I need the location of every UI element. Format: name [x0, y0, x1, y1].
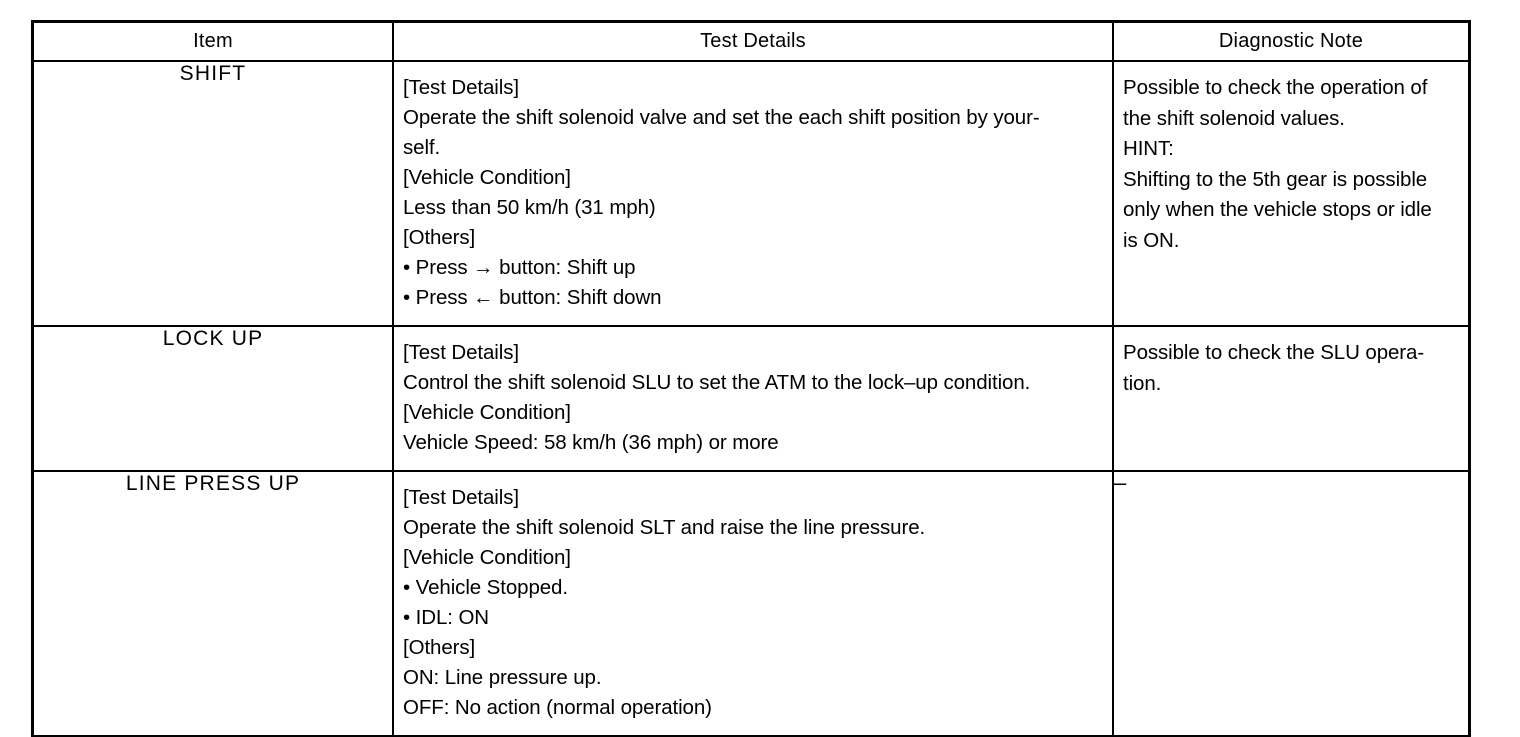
test-line: Vehicle Speed: 58 km/h (36 mph) or more [403, 431, 779, 454]
empty-note-dash: – [1114, 470, 1127, 495]
test-line: ON: Line pressure up. [403, 666, 602, 689]
table-row: LOCK UP [Test Details] Control the shift… [32, 325, 1470, 472]
test-line: [Test Details] [403, 76, 519, 99]
test-line: OFF: No action (normal operation) [403, 696, 712, 719]
row-item-name-shift: SHIFT [32, 60, 394, 327]
test-line: Operate the shift solenoid valve and set… [403, 106, 1040, 129]
document-page: Item Test Details Diagnostic Note SHIFT … [32, 21, 1470, 737]
test-line: [Test Details] [403, 486, 519, 509]
table-row: SHIFT [Test Details] Operate the shift s… [32, 60, 1470, 327]
note-line: HINT: [1123, 137, 1174, 160]
test-line: Operate the shift solenoid SLT and raise… [403, 516, 926, 539]
note-line: Possible to check the operation of [1123, 76, 1428, 99]
test-line: Less than 50 km/h (31 mph) [403, 196, 656, 219]
test-line: [Others] [403, 226, 476, 249]
test-line: [Vehicle Condition] [403, 401, 571, 424]
row-diagnostic-note-shift: Possible to check the operation of the s… [1112, 60, 1470, 327]
test-line: [Test Details] [403, 341, 519, 364]
note-line: tion. [1123, 371, 1162, 395]
test-line: • Vehicle Stopped. [403, 576, 568, 599]
row-diagnostic-note-line-press-up: – [1112, 470, 1470, 737]
row-diagnostic-note-lock-up: Possible to check the SLU opera- tion. [1112, 325, 1470, 472]
note-line: Shifting to the 5th gear is possible [1123, 167, 1428, 191]
test-line: [Vehicle Condition] [403, 166, 571, 189]
row-test-details-lock-up: [Test Details] Control the shift solenoi… [392, 325, 1114, 472]
column-header-item: Item [32, 21, 394, 62]
test-line: self. [403, 136, 441, 159]
test-line: [Others] [403, 636, 476, 659]
test-line: • Press → button: Shift up [403, 256, 636, 279]
table-header: Item Test Details Diagnostic Note [32, 21, 1470, 62]
note-line: only when the vehicle stops or idle [1123, 198, 1432, 221]
column-header-test-details: Test Details [392, 21, 1114, 62]
note-line: is ON. [1123, 228, 1180, 252]
row-item-name-line-press-up: LINE PRESS UP [32, 470, 394, 737]
note-line: the shift solenoid values. [1123, 106, 1345, 130]
table-header-row: Item Test Details Diagnostic Note [32, 21, 1470, 62]
diagnostic-test-table: Item Test Details Diagnostic Note SHIFT … [32, 21, 1470, 737]
row-test-details-line-press-up: [Test Details] Operate the shift solenoi… [392, 470, 1114, 737]
column-header-diagnostic-note: Diagnostic Note [1112, 21, 1470, 62]
test-line: [Vehicle Condition] [403, 546, 571, 569]
note-line: Possible to check the SLU opera- [1123, 341, 1425, 364]
test-line: Control the shift solenoid SLU to set th… [403, 371, 1031, 394]
row-test-details-shift: [Test Details] Operate the shift solenoi… [392, 60, 1114, 327]
test-line: • Press ← button: Shift down [403, 286, 662, 309]
row-item-name-lock-up: LOCK UP [32, 325, 394, 472]
table-row: LINE PRESS UP [Test Details] Operate the… [32, 470, 1470, 737]
table-body: SHIFT [Test Details] Operate the shift s… [32, 60, 1470, 737]
test-line: • IDL: ON [403, 606, 490, 629]
